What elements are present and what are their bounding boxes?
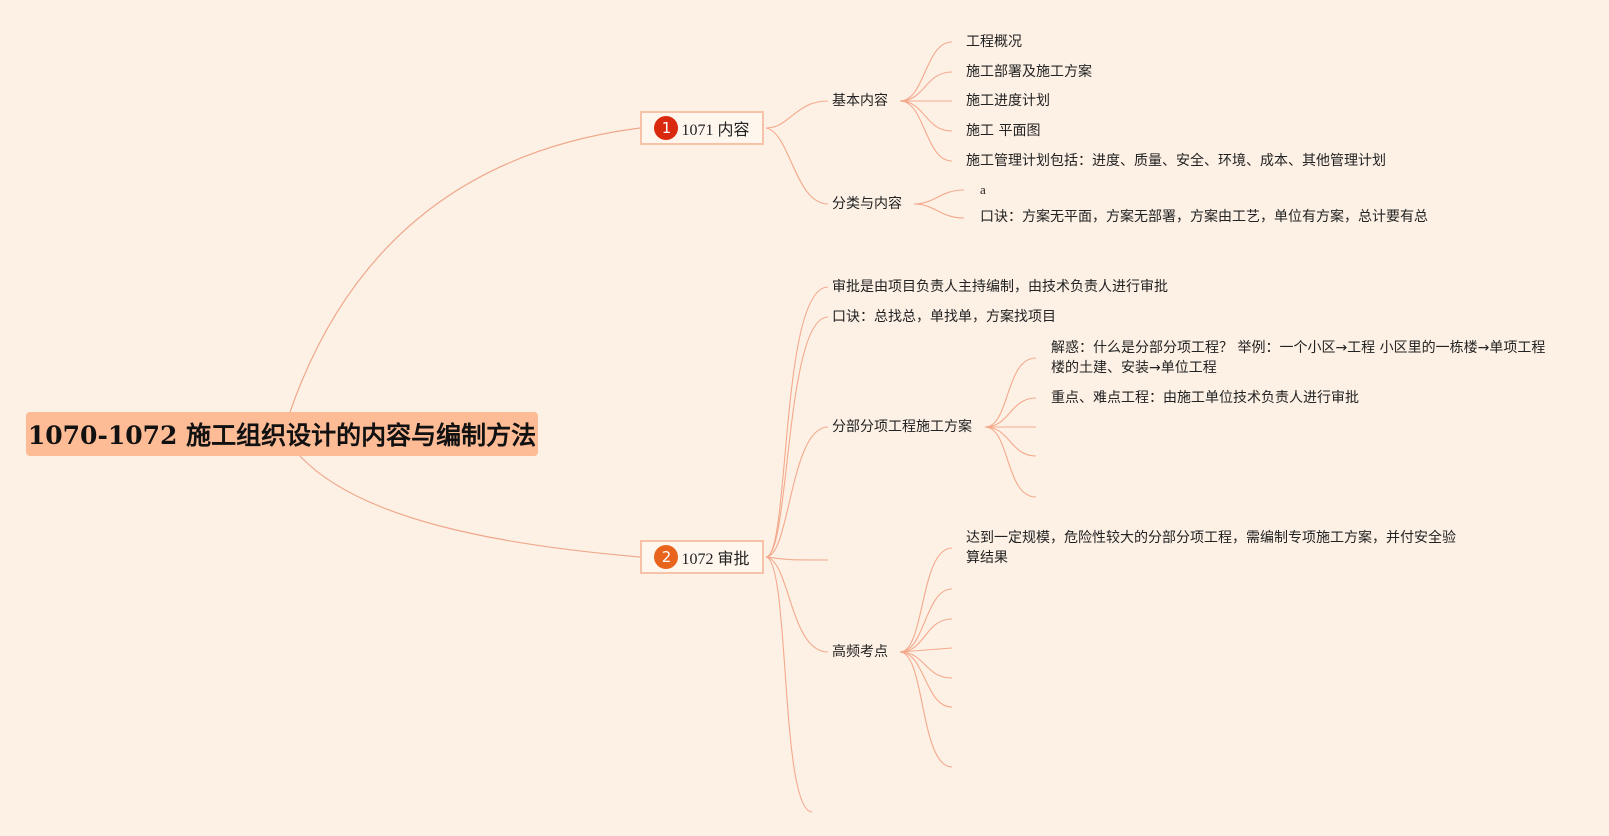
subtopic-classify-content[interactable]: 分类与内容: [832, 196, 902, 212]
link-b2-subproject: [765, 426, 829, 558]
link-root-branch2: [299, 455, 641, 558]
subtopic-mnemonic[interactable]: 口诀：总找总，单找单，方案找项目: [832, 309, 1056, 325]
link-b2-extra2: [765, 556, 813, 813]
priority-2-icon: 2: [654, 545, 679, 569]
link-sub-5: [984, 426, 1037, 498]
link-hf-7: [899, 651, 953, 768]
branch-topic-label: 1071 内容: [681, 122, 750, 139]
link-root-branch1: [289, 127, 641, 413]
leaf-project-overview[interactable]: 工程概况: [966, 34, 1022, 50]
link-b1-basic: [765, 100, 829, 129]
link-sub-1: [984, 357, 1037, 428]
branch-topic-1071[interactable]: 1 1071 内容: [640, 111, 764, 145]
link-basic-4: [899, 100, 953, 132]
branch-topic-1072[interactable]: 2 1072 审批: [640, 540, 764, 574]
subtopic-high-frequency[interactable]: 高频考点: [832, 644, 888, 660]
subtopic-basic-content[interactable]: 基本内容: [832, 93, 888, 109]
root-topic-label: 1070-1072 施工组织设计的内容与编制方法: [27, 421, 537, 450]
leaf-key-difficult[interactable]: 重点、难点工程：由施工单位技术负责人进行审批: [1051, 390, 1359, 406]
leaf-dangerous-project[interactable]: 达到一定规模，危险性较大的分部分项工程，需编制专项施工方案，并付安全验算结果: [966, 530, 1456, 566]
link-basic-2: [899, 71, 953, 102]
link-basic-5: [899, 100, 953, 162]
leaf-a[interactable]: a: [980, 182, 986, 197]
link-classify-2: [913, 203, 965, 219]
link-b2-mnemonic: [765, 316, 829, 558]
link-hf-2: [899, 588, 953, 653]
link-b2-approve: [765, 286, 829, 558]
link-sub-4: [984, 426, 1037, 457]
subtopic-approval[interactable]: 审批是由项目负责人主持编制，由技术负责人进行审批: [832, 279, 1168, 295]
link-classify-1: [913, 189, 965, 205]
leaf-explain-subproject[interactable]: 解惑：什么是分部分项工程？ 举例：一个小区→工程 小区里的一栋楼→单项工程 楼的…: [1051, 340, 1546, 376]
link-b2-highfreq: [765, 556, 829, 653]
link-sub-2: [984, 397, 1037, 428]
link-b2-extra1: [765, 556, 829, 561]
link-b1-classify: [765, 127, 829, 205]
link-hf-6: [899, 651, 953, 708]
priority-1-icon: 1: [654, 116, 679, 140]
link-hf-1: [899, 547, 953, 653]
leaf-mnemonic-plan[interactable]: 口诀：方案无平面，方案无部署，方案由工艺，单位有方案，总计要有总: [980, 209, 1428, 225]
leaf-deployment-plan[interactable]: 施工部署及施工方案: [966, 64, 1092, 80]
link-basic-1: [899, 41, 953, 102]
link-hf-4: [899, 647, 953, 653]
leaf-site-plan[interactable]: 施工 平面图: [966, 123, 1041, 139]
subtopic-subproject-plan[interactable]: 分部分项工程施工方案: [832, 419, 972, 435]
branch-topic-label: 1072 审批: [681, 551, 750, 568]
leaf-schedule-plan[interactable]: 施工进度计划: [966, 93, 1050, 109]
leaf-management-plan[interactable]: 施工管理计划包括：进度、质量、安全、环境、成本、其他管理计划: [966, 153, 1386, 169]
root-topic[interactable]: 1070-1072 施工组织设计的内容与编制方法: [26, 412, 538, 456]
